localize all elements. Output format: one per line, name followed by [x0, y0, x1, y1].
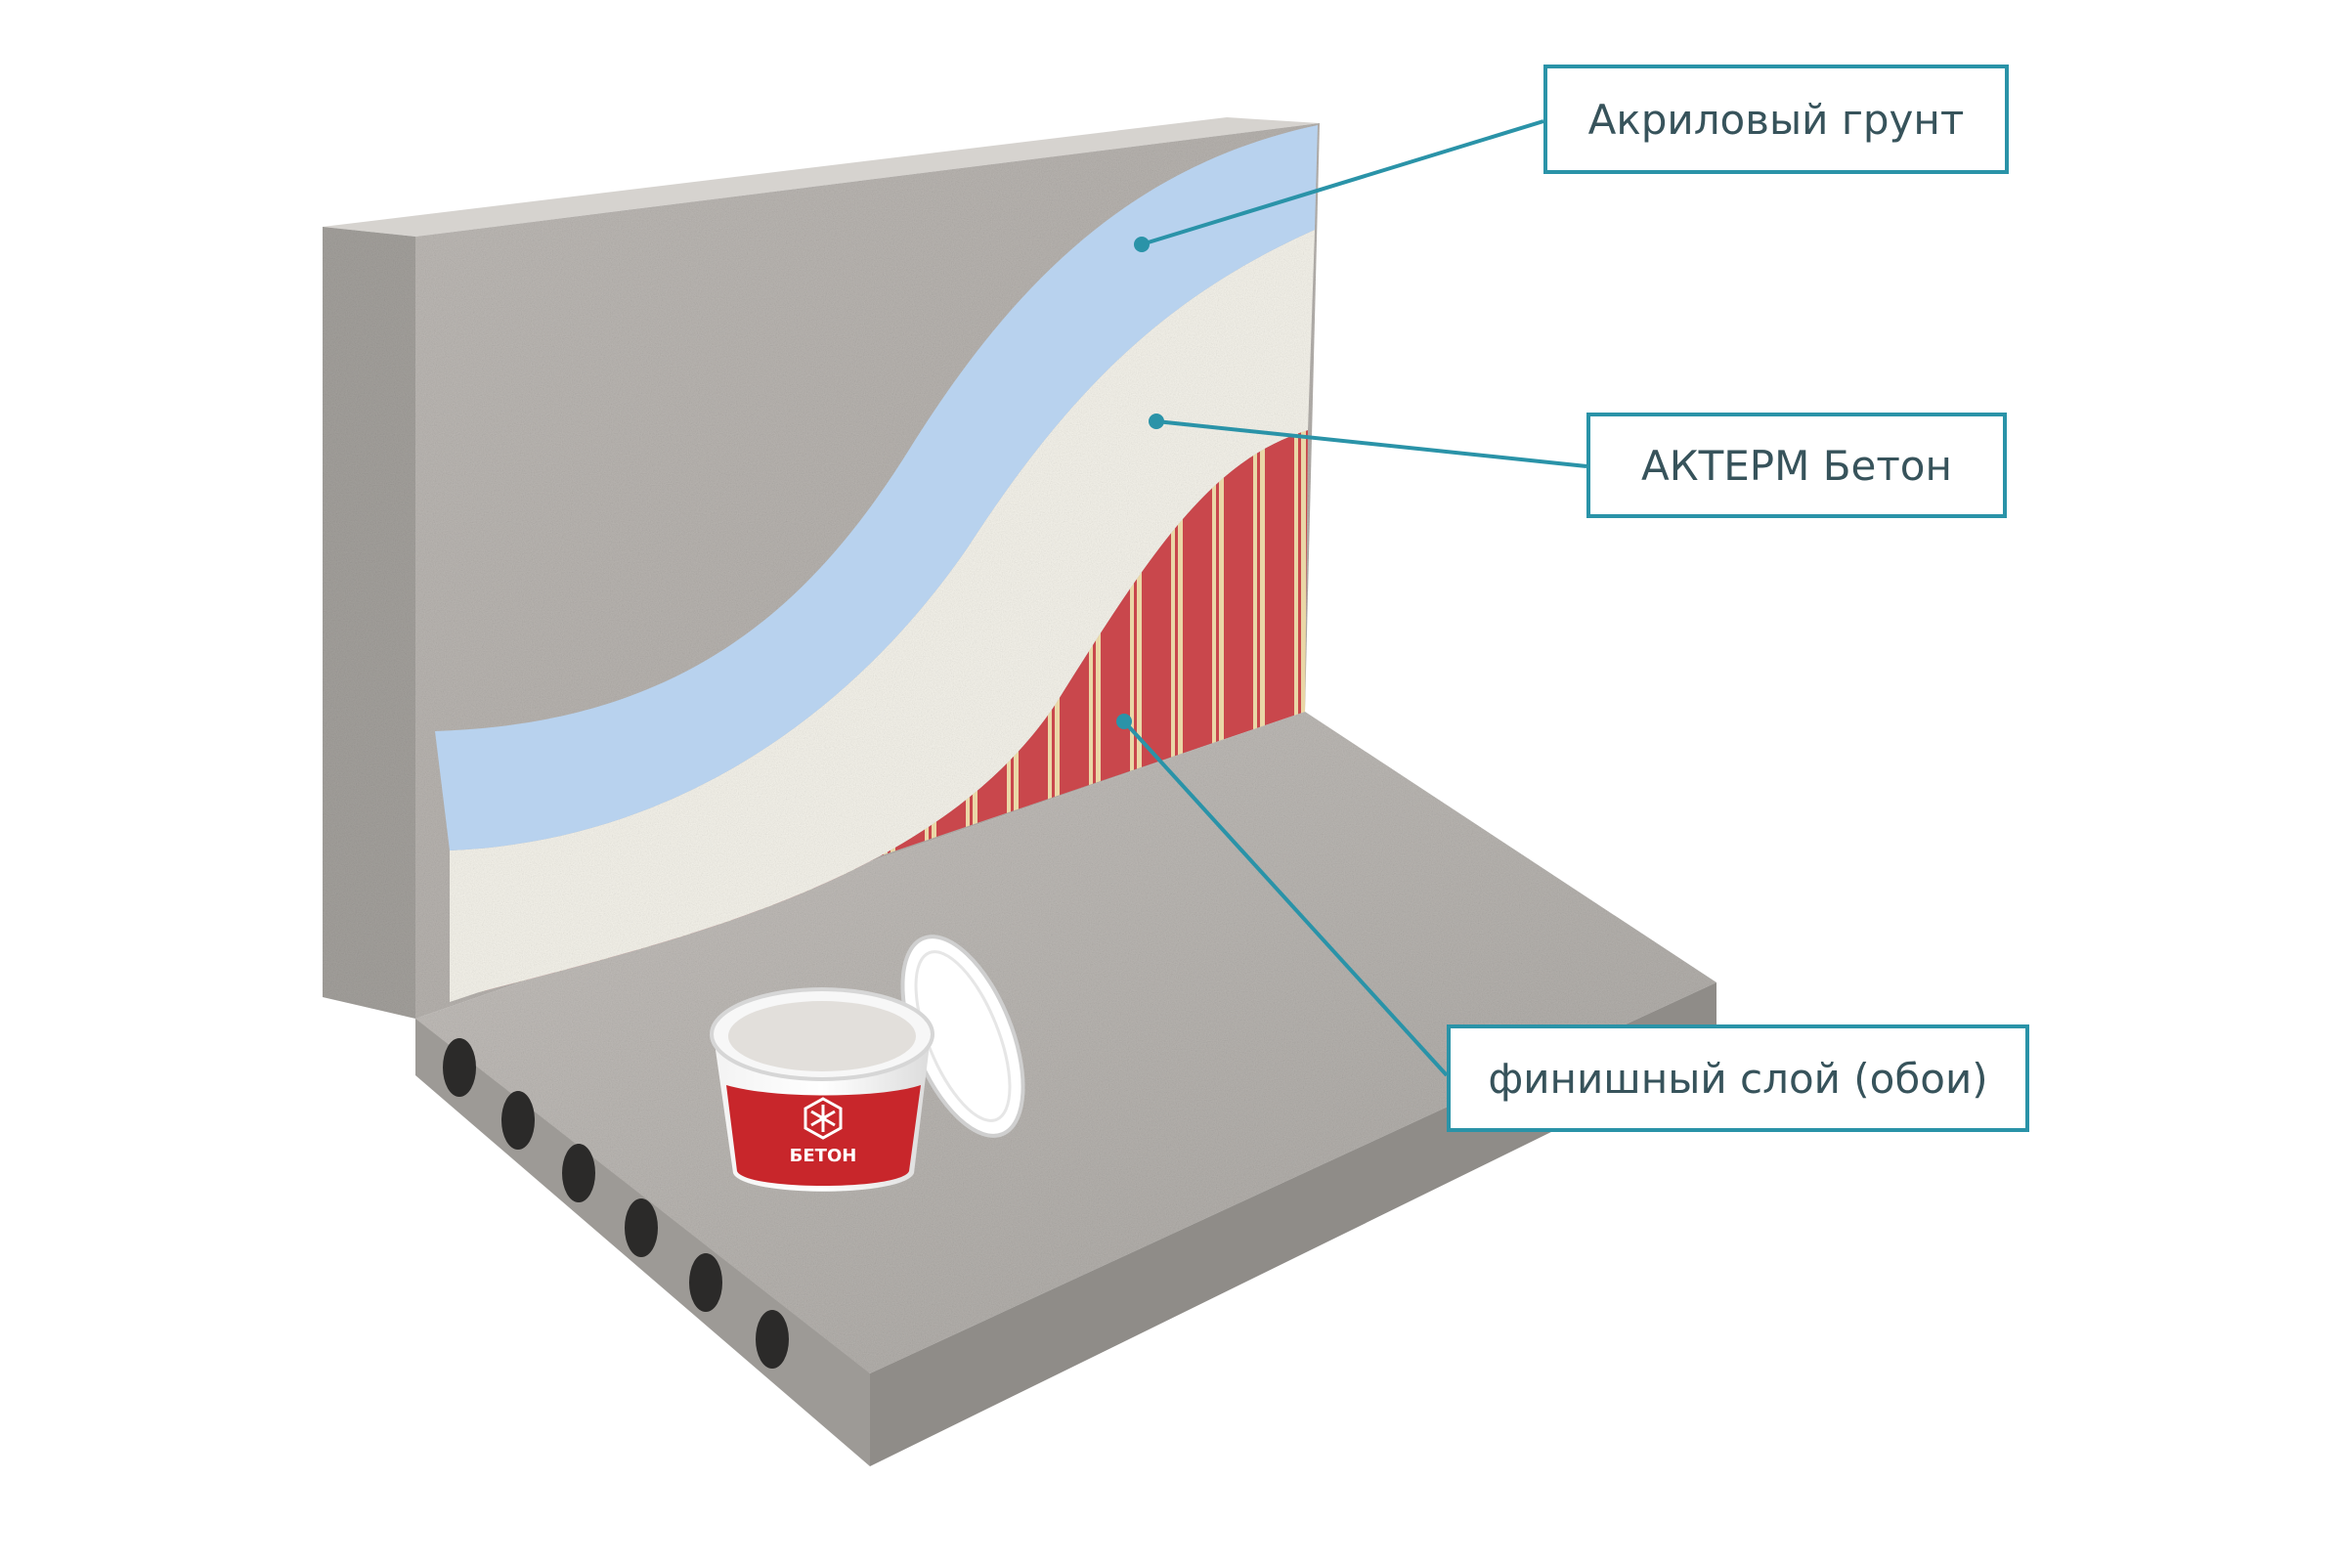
primer-layer — [435, 125, 1318, 850]
leader-line-finish — [1122, 719, 1449, 1077]
snowflake-icon — [804, 1097, 843, 1140]
bucket-contents — [728, 1001, 916, 1071]
akterm-layer — [450, 230, 1315, 1002]
product-bucket: БЕТОН — [710, 935, 1025, 1192]
leader-dot-akterm — [1149, 414, 1164, 429]
leader-dot-finish — [1116, 714, 1132, 729]
wallpaper-layer — [479, 430, 1308, 992]
slab-hole — [562, 1144, 595, 1202]
label-akterm-beton: АКТЕРМ Бетон — [1586, 413, 2007, 518]
slab-top-surface — [415, 712, 1716, 1373]
slab-hole — [443, 1038, 476, 1097]
label-finish-layer: финишный слой (обои) — [1447, 1024, 2029, 1132]
bucket-lid-rim — [914, 950, 1012, 1122]
slab-hole — [689, 1253, 722, 1312]
wall-side — [323, 227, 415, 1019]
bucket-product-name: БЕТОН — [790, 1146, 857, 1166]
slab-hole — [756, 1310, 789, 1369]
label-akterm-beton-text: АКТЕРМ Бетон — [1641, 441, 1952, 490]
slab-hole — [625, 1198, 658, 1257]
label-acrylic-primer: Акриловый грунт — [1543, 65, 2009, 174]
wall — [323, 117, 1320, 1019]
leader-line-primer — [1141, 119, 1544, 246]
wall-top — [323, 117, 1320, 237]
slab-holes — [443, 1038, 789, 1369]
leader-lines — [1116, 119, 1587, 1077]
slab-hole — [501, 1091, 535, 1150]
leader-dot-primer — [1134, 237, 1150, 252]
label-finish-layer-text: финишный слой (обои) — [1488, 1054, 1988, 1103]
leader-line-akterm — [1155, 419, 1587, 468]
label-acrylic-primer-text: Акриловый грунт — [1587, 95, 1965, 144]
bucket-label — [726, 1085, 921, 1186]
